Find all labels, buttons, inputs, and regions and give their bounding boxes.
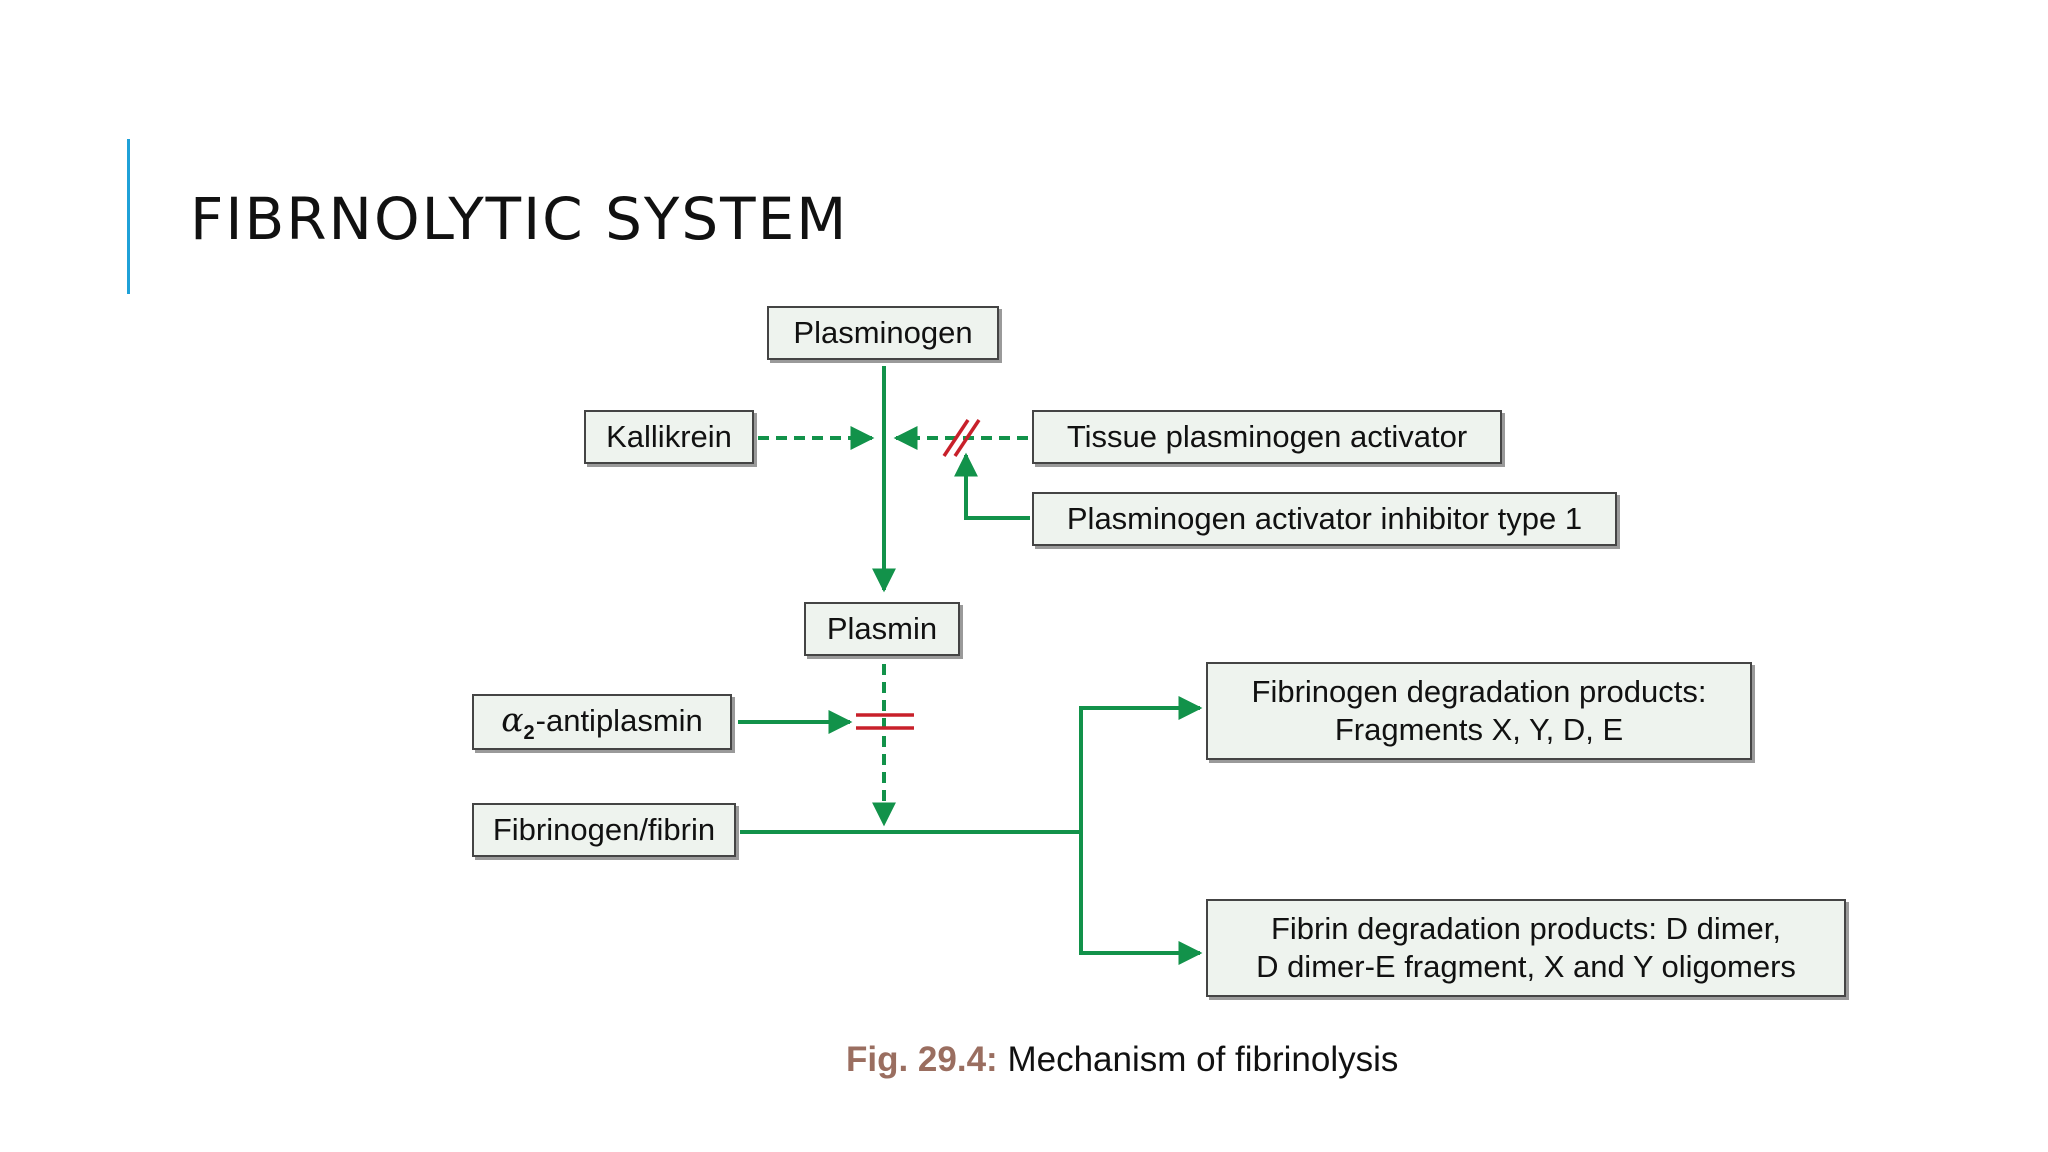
tpa-label: Tissue plasminogen activator: [1066, 419, 1468, 454]
fibrin-dp-line-1: Fibrin degradation products: D dimer,: [1270, 911, 1782, 946]
tpa-block-mark-1: [942, 419, 970, 457]
plasmin-box: Plasmin: [804, 602, 960, 656]
fibrinogen-degradation-products-box: Fibrinogen degradation products: Fragmen…: [1206, 662, 1752, 760]
figure-caption: Fig. 29.4: Mechanism of fibrinolysis: [846, 1040, 1398, 1080]
pai1-label: Plasminogen activator inhibitor type 1: [1066, 501, 1583, 536]
fibrin-degradation-products-box: Fibrin degradation products: D dimer, D …: [1206, 899, 1846, 997]
fibrinogen-fibrin-label: Fibrinogen/fibrin: [492, 812, 716, 847]
kallikrein-box: Kallikrein: [584, 410, 754, 464]
figure-number: Fig. 29.4:: [846, 1040, 998, 1079]
antiplasmin-text: -antiplasmin: [535, 702, 703, 738]
pai1-inhibition-arrow: [954, 452, 1030, 520]
kallikrein-label: Kallikrein: [606, 419, 732, 454]
alpha2-antiplasmin-label: α2-antiplasmin: [501, 699, 703, 744]
slide-title: FIBRNOLYTIC SYSTEM: [190, 185, 849, 253]
plasminogen-label: Plasminogen: [793, 315, 973, 350]
fdp-line-1: Fibrinogen degradation products:: [1251, 674, 1707, 709]
alpha-subscript: 2: [523, 721, 535, 744]
alpha-symbol: α: [501, 699, 524, 739]
tpa-box: Tissue plasminogen activator: [1032, 410, 1502, 464]
figure-caption-text: Mechanism of fibrinolysis: [1007, 1040, 1399, 1079]
plasmin-label: Plasmin: [826, 611, 938, 646]
alpha2-antiplasmin-box: α2-antiplasmin: [472, 694, 732, 750]
title-accent-bar: [127, 139, 130, 294]
fibrin-dp-line-2: D dimer-E fragment, X and Y oligomers: [1256, 949, 1796, 984]
plasminogen-box: Plasminogen: [767, 306, 999, 360]
fibrinogen-fibrin-box: Fibrinogen/fibrin: [472, 803, 736, 857]
fdp-line-2: Fragments X, Y, D, E: [1334, 712, 1624, 747]
pai1-box: Plasminogen activator inhibitor type 1: [1032, 492, 1617, 546]
tpa-block-mark-2: [953, 419, 981, 457]
